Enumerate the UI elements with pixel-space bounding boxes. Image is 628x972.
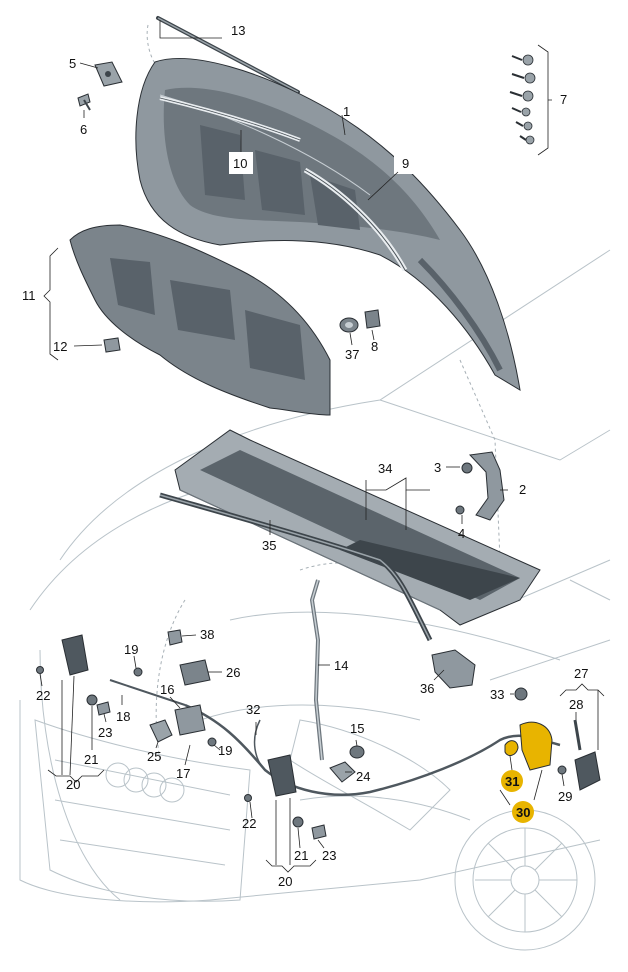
part-33-nut xyxy=(514,687,528,701)
part-12-clip xyxy=(103,337,121,353)
callout-24: 24 xyxy=(356,769,370,784)
callout-17: 17 xyxy=(176,766,190,781)
callout-37: 37 xyxy=(345,347,359,362)
callout-19-a: 19 xyxy=(124,642,138,657)
callout-33: 33 xyxy=(490,687,504,702)
callout-36: 36 xyxy=(420,681,434,696)
callout-2: 2 xyxy=(519,482,526,497)
brand-ring-1 xyxy=(105,762,131,788)
part-29-pin xyxy=(557,765,567,775)
callout-31-highlight xyxy=(501,770,523,792)
part-4-hinge-bolt xyxy=(455,505,465,515)
callout-21-left: 21 xyxy=(84,752,98,767)
callout-19-b: 19 xyxy=(218,743,232,758)
part-31-clip xyxy=(504,740,519,756)
callout-11: 11 xyxy=(22,288,36,303)
callout-9: 9 xyxy=(402,156,409,171)
callout-12: 12 xyxy=(53,339,67,354)
part-24-holder xyxy=(329,761,356,783)
part-7-fastener-set xyxy=(509,44,552,156)
part-23-connector-right xyxy=(311,824,327,840)
callout-1: 1 xyxy=(343,104,350,119)
callout-27: 27 xyxy=(574,666,588,681)
part-8-buffer xyxy=(364,309,381,329)
callout-23-right: 23 xyxy=(322,848,336,863)
part-37-rubber-buffer xyxy=(339,317,359,333)
callout-22-right: 22 xyxy=(242,816,256,831)
callout-20-left: 20 xyxy=(66,777,80,792)
part-22-bolt-right xyxy=(244,794,252,802)
callout-10: 10 xyxy=(233,156,247,171)
part-19-screw-b xyxy=(207,737,217,747)
part-14-prop-rod xyxy=(309,579,324,761)
part-25-handle xyxy=(149,719,173,743)
callout-6: 6 xyxy=(80,122,87,137)
part-23-connector-left xyxy=(96,701,111,716)
part-38-clip xyxy=(167,629,183,646)
callout-23-left: 23 xyxy=(98,725,112,740)
callout-35: 35 xyxy=(262,538,276,553)
callout-7: 7 xyxy=(560,92,567,107)
callout-14: 14 xyxy=(334,658,348,673)
callout-32: 32 xyxy=(246,702,260,717)
part-20-right-lock xyxy=(267,754,297,797)
part-9-hood-seal xyxy=(303,167,408,272)
part-29-plate xyxy=(574,751,601,791)
callout-15: 15 xyxy=(350,721,364,736)
callout-18: 18 xyxy=(116,709,130,724)
callout-3: 3 xyxy=(434,460,441,475)
brand-ring-4 xyxy=(159,777,185,803)
part-3-nut xyxy=(461,462,473,474)
callout-30-highlight xyxy=(512,801,534,823)
part-30-release-handle xyxy=(519,721,553,771)
callout-4-hinge: 4 xyxy=(458,526,465,541)
part-16-cable-guide xyxy=(174,704,206,736)
part-5-bracket xyxy=(94,61,123,87)
callout-30: 30 xyxy=(516,805,530,820)
part-15-grommet xyxy=(349,745,365,759)
part-2-hood-hinge xyxy=(468,451,505,521)
callout-34: 34 xyxy=(378,461,392,476)
callout-28: 28 xyxy=(569,697,583,712)
callout-26: 26 xyxy=(226,665,240,680)
part-20-left-lock xyxy=(61,634,89,676)
part-36-striker xyxy=(431,649,476,689)
callout-38: 38 xyxy=(200,627,214,642)
callout-20-right: 20 xyxy=(278,874,292,889)
callout-22-left: 22 xyxy=(36,688,50,703)
part-6-bolt xyxy=(77,93,91,111)
callout-labels: 13 5 6 1 7 10 9 11 12 37 8 3 xyxy=(22,20,605,889)
brand-ring-3 xyxy=(141,772,167,798)
callout-29: 29 xyxy=(558,789,572,804)
callout-31: 31 xyxy=(505,774,519,789)
part-28-bolt xyxy=(573,719,582,751)
front-wheel xyxy=(454,809,596,951)
part-1-hood xyxy=(135,58,521,391)
callout-25: 25 xyxy=(147,749,161,764)
part-34-plenum-panel xyxy=(174,429,541,626)
callout-21-right: 21 xyxy=(294,848,308,863)
callout-8: 8 xyxy=(371,339,378,354)
part-21-switch-left xyxy=(86,694,98,706)
callout-5: 5 xyxy=(69,56,76,71)
part-22-bolt-left xyxy=(36,666,44,674)
callout-13: 13 xyxy=(231,23,245,38)
part-35-seal-strip xyxy=(159,492,433,642)
part-32-release-cable xyxy=(109,679,561,796)
part-26-bracket xyxy=(179,659,211,686)
part-11-hood-insulation xyxy=(69,224,331,416)
brand-ring-2 xyxy=(123,767,149,793)
callout-16: 16 xyxy=(160,682,174,697)
part-10-inner-seal xyxy=(159,96,301,142)
part-19-screw-a xyxy=(133,667,143,677)
part-21-switch-right xyxy=(292,816,304,828)
